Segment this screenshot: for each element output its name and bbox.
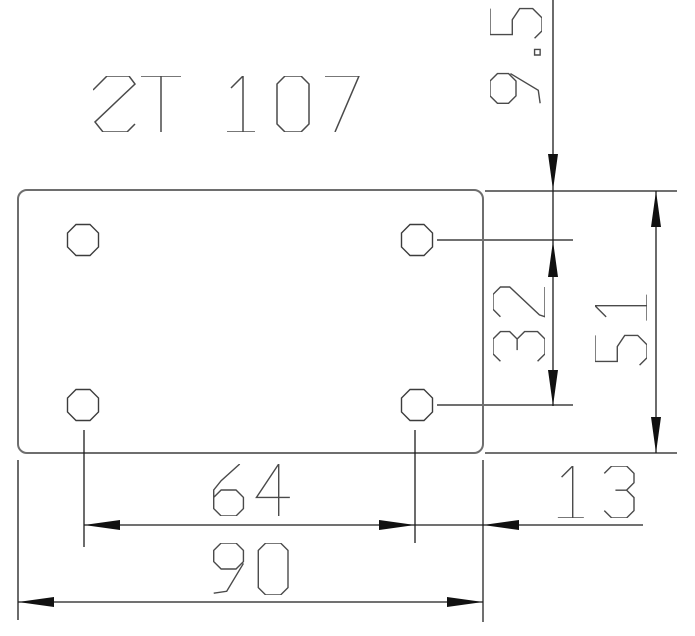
cad-glyph-text: [213, 464, 290, 516]
arrow-64-right: [379, 520, 415, 530]
hole-bottom-left: [66, 388, 100, 422]
hole-bottom-right: [400, 388, 434, 422]
dimension-label-32: [493, 276, 545, 365]
dimension-label-64: [210, 464, 299, 516]
arrow-90-right: [447, 597, 483, 607]
cad-glyph-text: [490, 7, 542, 104]
dimension-label-9.5: [490, 0, 542, 107]
hole-top-left: [66, 223, 100, 257]
arrow-32-down: [548, 370, 558, 406]
arrow-90-left: [18, 597, 54, 607]
dimension-label-32-wrapper: [493, 281, 547, 365]
arrow-9.5-down: [548, 154, 558, 190]
arrow-64-left: [84, 520, 120, 530]
cad-glyph-text: [213, 543, 289, 595]
arrow-32-up: [548, 241, 558, 277]
cad-glyph-text: [595, 294, 647, 366]
cad-glyph-text: [93, 76, 360, 132]
cad-glyph-text: [557, 466, 635, 518]
dimension-label-90: [210, 543, 299, 595]
hole-top-right: [400, 223, 434, 257]
plate-outline: [17, 189, 484, 454]
arrow-13-left: [483, 520, 519, 530]
dimension-label-13: [556, 466, 645, 518]
arrow-51-up: [651, 191, 661, 227]
dimension-label-51: [595, 278, 647, 367]
cad-glyph-text: [493, 286, 545, 362]
arrow-51-down: [651, 417, 661, 453]
dimension-label-9.5-wrapper: [490, 1, 544, 107]
dimension-label-51-wrapper: [595, 283, 649, 367]
drawing-title: [93, 76, 369, 132]
